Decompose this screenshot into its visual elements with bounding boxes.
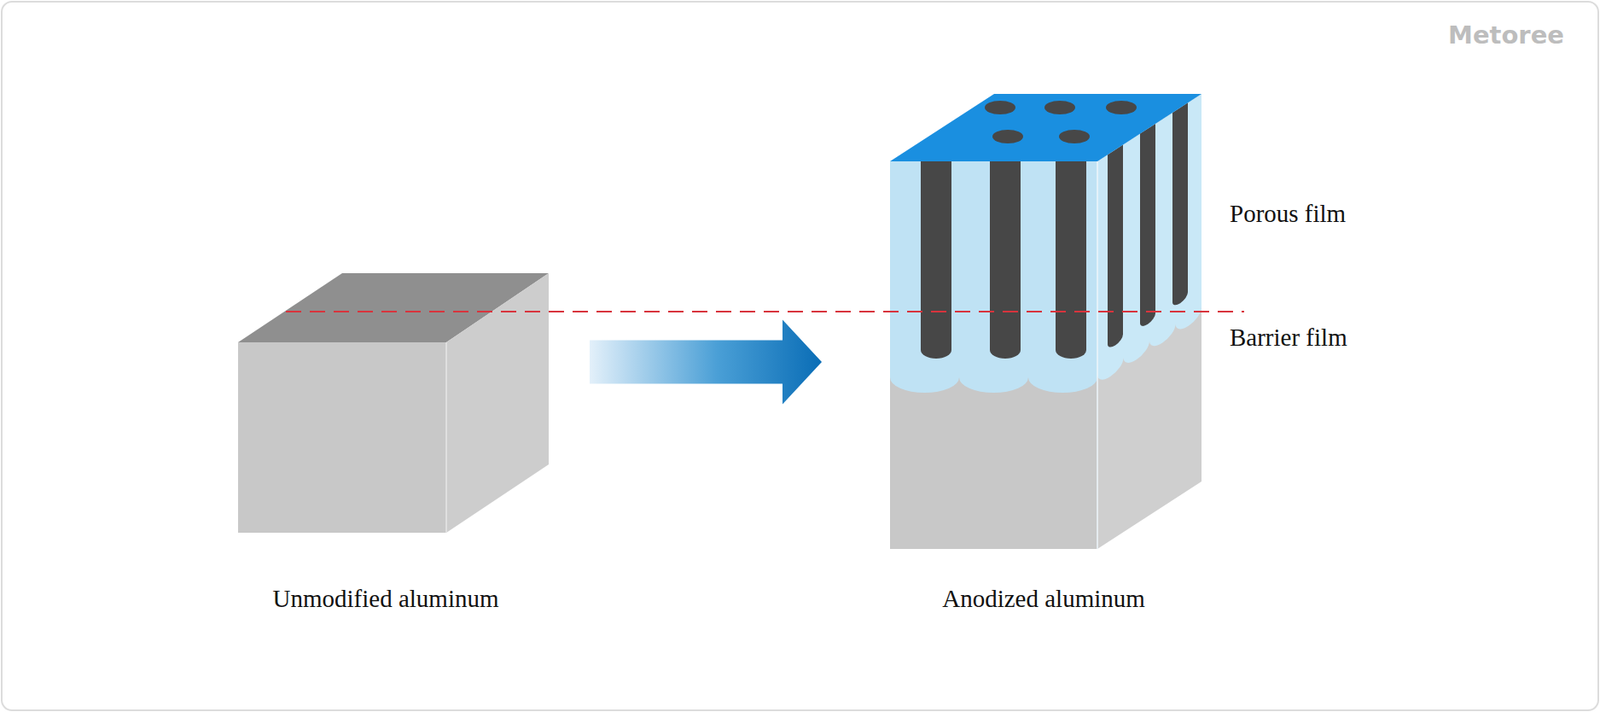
layer-label: Porous film	[1229, 200, 1346, 228]
pore-opening	[1105, 100, 1137, 115]
pore	[1140, 123, 1156, 330]
cube-front	[238, 342, 447, 533]
pore	[920, 161, 952, 359]
aluminum-base-front	[890, 161, 1098, 549]
block-edge	[1096, 161, 1099, 549]
block-side	[1097, 93, 1202, 549]
pore-opening	[984, 100, 1016, 115]
process-arrow	[589, 320, 822, 405]
pore-opening	[1058, 129, 1090, 144]
anodized-block	[890, 93, 1202, 549]
watermark: Metoree	[1448, 22, 1565, 50]
layer-label: Barrier film	[1229, 324, 1348, 352]
pore-opening	[992, 129, 1024, 144]
block-top	[890, 93, 1202, 162]
pore	[1107, 145, 1123, 351]
surface-reference-line	[285, 310, 1245, 313]
caption-label: Anodized aluminum	[942, 585, 1146, 613]
pore	[989, 161, 1021, 359]
pore	[1172, 102, 1188, 309]
oxide-layer-front	[890, 161, 1098, 393]
cube-edge	[445, 342, 448, 533]
solid-block: Anodized aluminum	[890, 93, 1202, 549]
pore-opening	[1044, 100, 1076, 115]
aluminum-base-side	[1097, 93, 1202, 549]
caption-label: Unmodified aluminum	[273, 585, 500, 613]
solid-block: Unmodified aluminum	[238, 273, 549, 533]
pore	[1055, 161, 1087, 359]
